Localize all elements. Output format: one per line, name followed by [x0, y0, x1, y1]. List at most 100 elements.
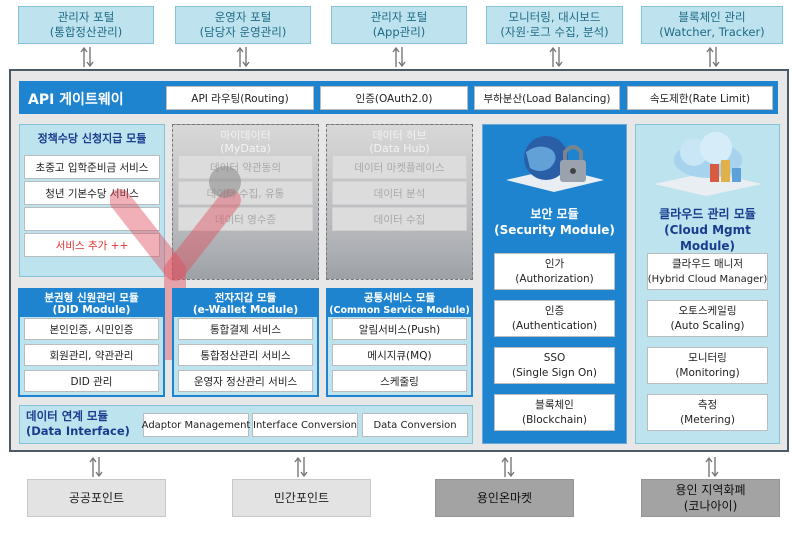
did-title2: (DID Module) — [52, 304, 131, 316]
cloud-title1: 클라우드 관리 모듈 — [659, 207, 756, 221]
portal-line2: (통합정산관리) — [49, 25, 123, 39]
did-module-head: 분권형 신원관리 모듈 (DID Module) — [20, 290, 163, 317]
datahub-title: 데이터 허브 (Data Hub) — [327, 129, 472, 155]
bottom-line1: 용인온마켓 — [476, 491, 533, 505]
cloud-title2: (Cloud Mgmt Module) — [664, 223, 751, 253]
bottom-line1: 용인 지역화폐 — [675, 483, 746, 497]
up-down-arrow-icon — [705, 456, 719, 478]
public-point-box: 공공포인트 — [27, 479, 166, 517]
policy-item-add: 서비스 추가 ++ — [24, 233, 160, 257]
api-auth-box: 인증(OAuth2.0) — [320, 86, 468, 110]
security-item-authentication: 인증 (Authentication) — [494, 300, 615, 337]
bottom-line1: 민간포인트 — [273, 491, 330, 505]
did-item-manage: DID 관리 — [24, 370, 159, 392]
bottom-line2: (코나아이) — [683, 499, 738, 513]
ewallet-module-head: 전자지갑 모듈 (e-Wallet Module) — [174, 290, 317, 317]
ewallet-item-operator: 운영자 정산관리 서비스 — [178, 370, 313, 392]
security-item-l2: (Single Sign On) — [512, 366, 597, 379]
api-rate-limit-box: 속도제한(Rate Limit) — [627, 86, 773, 110]
cloud-item-monitoring: 모니터링 (Monitoring) — [647, 347, 768, 384]
security-module-title: 보안 모듈 (Security Module) — [483, 206, 626, 238]
data-conversion-box: Data Conversion — [362, 413, 468, 437]
datahub-item-collect: 데이터 수집 — [332, 207, 467, 231]
ewallet-item-payment: 통합결제 서비스 — [178, 318, 313, 340]
up-down-arrow-icon — [549, 46, 563, 68]
portal-line2: (담당자 운영관리) — [199, 25, 287, 39]
cloud-server-icon — [654, 132, 762, 196]
policy-item-empty — [24, 207, 160, 231]
up-down-arrow-icon — [392, 46, 406, 68]
portal-line2: (App관리) — [372, 25, 426, 39]
portal-line1: 관리자 포털 — [370, 10, 428, 24]
policy-module-title: 정책수당 신청지급 모듈 — [37, 132, 147, 145]
cloud-item-metering: 측정 (Metering) — [647, 394, 768, 431]
ewallet-title2: (e-Wallet Module) — [192, 304, 299, 316]
interface-conversion-box: Interface Conversion — [252, 413, 358, 437]
portal-integrated-settlement: 관리자 포털 (통합정산관리) — [18, 6, 154, 44]
data-interface-title: 데이터 연계 모듈 (Data Interface) — [26, 409, 130, 439]
security-title2: (Security Module) — [494, 223, 615, 237]
common-module-head: 공통서비스 모듈 (Common Service Module) — [328, 290, 471, 317]
security-item-l1: 인가 — [544, 257, 565, 270]
yongin-currency-box: 용인 지역화폐 (코나아이) — [641, 479, 780, 517]
cloud-item-l2: (Monitoring) — [675, 366, 740, 379]
portal-line1: 모니터링, 대시보드 — [508, 10, 601, 24]
ewallet-title1: 전자지갑 모듈 — [214, 292, 277, 304]
mydata-title2: (MyData) — [220, 142, 271, 155]
security-item-l1: 인증 — [544, 304, 565, 317]
up-down-arrow-icon — [89, 456, 103, 478]
cloud-item-l1: 측정 — [697, 398, 718, 411]
portal-app-admin: 관리자 포털 (App관리) — [331, 6, 467, 44]
did-item-member: 회원관리, 약관관리 — [24, 344, 159, 366]
portal-line2: (자원·로그 수집, 분석) — [500, 25, 609, 39]
ewallet-item-settlement: 통합정산관리 서비스 — [178, 344, 313, 366]
cloud-item-l2: (Auto Scaling) — [670, 319, 745, 332]
security-item-l1: 블록체인 — [535, 398, 574, 411]
data-interface-title2: (Data Interface) — [26, 424, 130, 438]
up-down-arrow-icon — [236, 46, 250, 68]
portal-line1: 운영자 포털 — [214, 10, 272, 24]
bottom-line1: 공공포인트 — [68, 491, 125, 505]
security-item-l2: (Blockchain) — [521, 413, 588, 426]
datahub-title1: 데이터 허브 — [372, 129, 427, 142]
adaptor-management-box: Adaptor Management — [142, 413, 250, 437]
up-down-arrow-icon — [80, 46, 94, 68]
mydata-item-receipt: 데이터 영수증 — [178, 207, 313, 231]
cloud-module-title: 클라우드 관리 모듈 (Cloud Mgmt Module) — [636, 206, 779, 254]
datahub-title2: (Data Hub) — [369, 142, 430, 155]
cloud-item-l1: 모니터링 — [688, 351, 727, 364]
security-item-l2: (Authorization) — [515, 272, 594, 285]
did-title1: 분권형 신원관리 모듈 — [44, 292, 139, 304]
security-item-l1: SSO — [543, 351, 566, 364]
portal-blockchain: 블록체인 관리 (Watcher, Tracker) — [641, 6, 783, 44]
api-gateway-title: API 게이트웨이 — [28, 92, 124, 108]
security-item-authorization: 인가 (Authorization) — [494, 253, 615, 290]
policy-item-youth: 청년 기본수당 서비스 — [24, 181, 160, 205]
policy-item-entrance: 초중고 입학준비금 서비스 — [24, 155, 160, 179]
cloud-item-l1: 클라우드 매니저 — [672, 257, 743, 270]
common-title2: (Common Service Module) — [329, 305, 470, 316]
mydata-title: 마이데이터 (MyData) — [173, 129, 318, 155]
cloud-item-autoscaling: 오토스케일링 (Auto Scaling) — [647, 300, 768, 337]
globe-lock-icon — [506, 136, 604, 192]
up-down-arrow-icon — [294, 456, 308, 478]
did-item-auth: 본인인증, 시민인증 — [24, 318, 159, 340]
common-item-mq: 메시지큐(MQ) — [332, 344, 467, 366]
portal-line1: 관리자 포털 — [57, 10, 115, 24]
portal-monitoring: 모니터링, 대시보드 (자원·로그 수집, 분석) — [486, 6, 623, 44]
up-down-arrow-icon — [706, 46, 720, 68]
portal-line2: (Watcher, Tracker) — [659, 25, 765, 39]
api-load-balancing-box: 부하분산(Load Balancing) — [474, 86, 620, 110]
portal-line1: 블록체인 관리 — [678, 10, 746, 24]
up-down-arrow-icon — [501, 456, 515, 478]
common-item-scheduling: 스케줄링 — [332, 370, 467, 392]
datahub-item-marketplace: 데이터 마켓플레이스 — [332, 155, 467, 179]
security-item-sso: SSO (Single Sign On) — [494, 347, 615, 384]
security-item-blockchain: 블록체인 (Blockchain) — [494, 394, 615, 431]
security-item-l2: (Authentication) — [511, 319, 598, 332]
cloud-item-manager: 클라우드 매니저 (Hybrid Cloud Manager) — [647, 253, 768, 290]
cloud-item-l2: (Hybrid Cloud Manager) — [647, 273, 768, 285]
mydata-item-consent: 데이터 약관동의 — [178, 155, 313, 179]
data-interface-title1: 데이터 연계 모듈 — [26, 409, 109, 423]
security-title1: 보안 모듈 — [530, 207, 579, 221]
